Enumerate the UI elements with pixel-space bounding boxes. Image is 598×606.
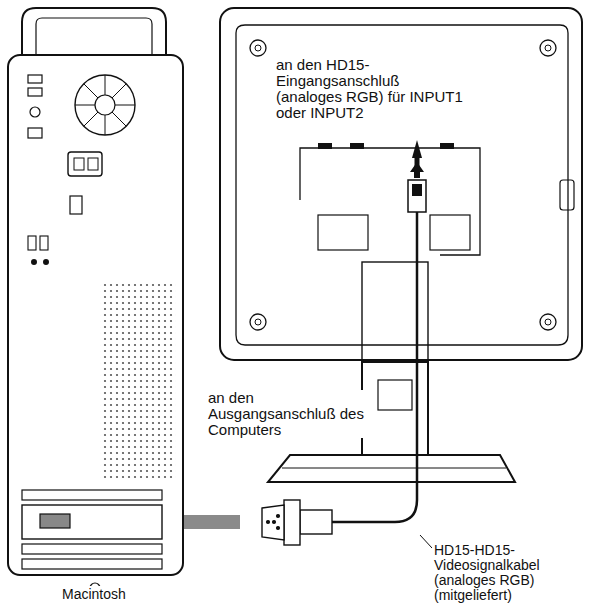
hd15-plug xyxy=(262,500,332,545)
input-port-label: an den HD15-Eingangsanschluß (analoges R… xyxy=(274,57,468,121)
computer-tower xyxy=(8,8,183,593)
output-port-label: an den Ausgangsanschluß des Computers xyxy=(206,390,372,438)
computer-label: Macintosh xyxy=(60,586,128,602)
cable-label: HD15-HD15-Videosignalkabel (analoges RGB… xyxy=(432,543,586,603)
